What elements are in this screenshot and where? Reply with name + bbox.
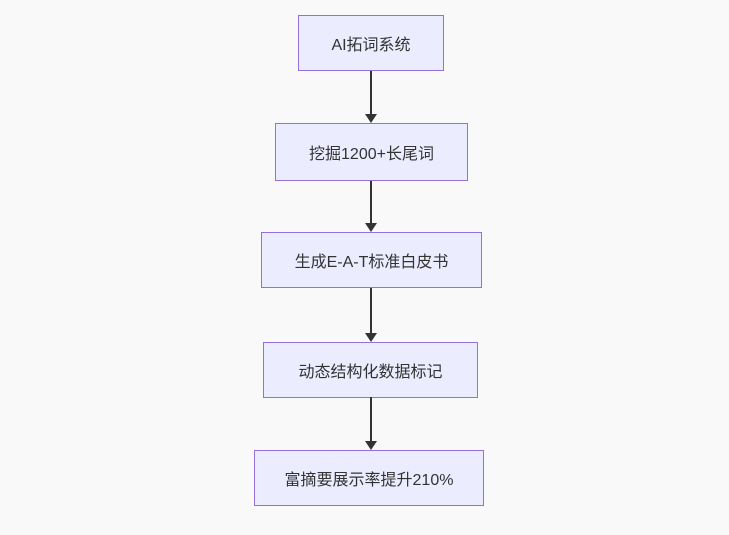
flow-node-structured-data-markup: 动态结构化数据标记 bbox=[263, 342, 478, 398]
flow-node-label: 富摘要展示率提升210% bbox=[284, 472, 454, 489]
arrowhead-icon bbox=[365, 114, 377, 123]
flow-node-longtail-mining: 挖掘1200+长尾词 bbox=[275, 123, 468, 181]
flow-node-label: 动态结构化数据标记 bbox=[298, 364, 443, 381]
flow-node-ai-keyword-system: AI拓词系统 bbox=[298, 15, 444, 71]
arrowhead-icon bbox=[365, 441, 377, 450]
arrow-line bbox=[370, 71, 372, 116]
arrowhead-icon bbox=[365, 223, 377, 232]
arrow-line bbox=[370, 288, 372, 335]
flow-arrow-2 bbox=[364, 181, 378, 232]
flow-node-label: 生成E-A-T标准白皮书 bbox=[294, 254, 449, 271]
flow-arrow-1 bbox=[364, 71, 378, 123]
flow-arrow-3 bbox=[364, 288, 378, 342]
arrow-line bbox=[370, 181, 372, 225]
flow-node-label: 挖掘1200+长尾词 bbox=[309, 146, 434, 163]
flow-node-rich-snippet-rate: 富摘要展示率提升210% bbox=[254, 450, 484, 506]
flow-node-eat-whitepaper: 生成E-A-T标准白皮书 bbox=[261, 232, 482, 288]
arrow-line bbox=[370, 397, 372, 443]
arrowhead-icon bbox=[365, 333, 377, 342]
flow-node-label: AI拓词系统 bbox=[331, 37, 411, 54]
flow-arrow-4 bbox=[364, 397, 378, 450]
